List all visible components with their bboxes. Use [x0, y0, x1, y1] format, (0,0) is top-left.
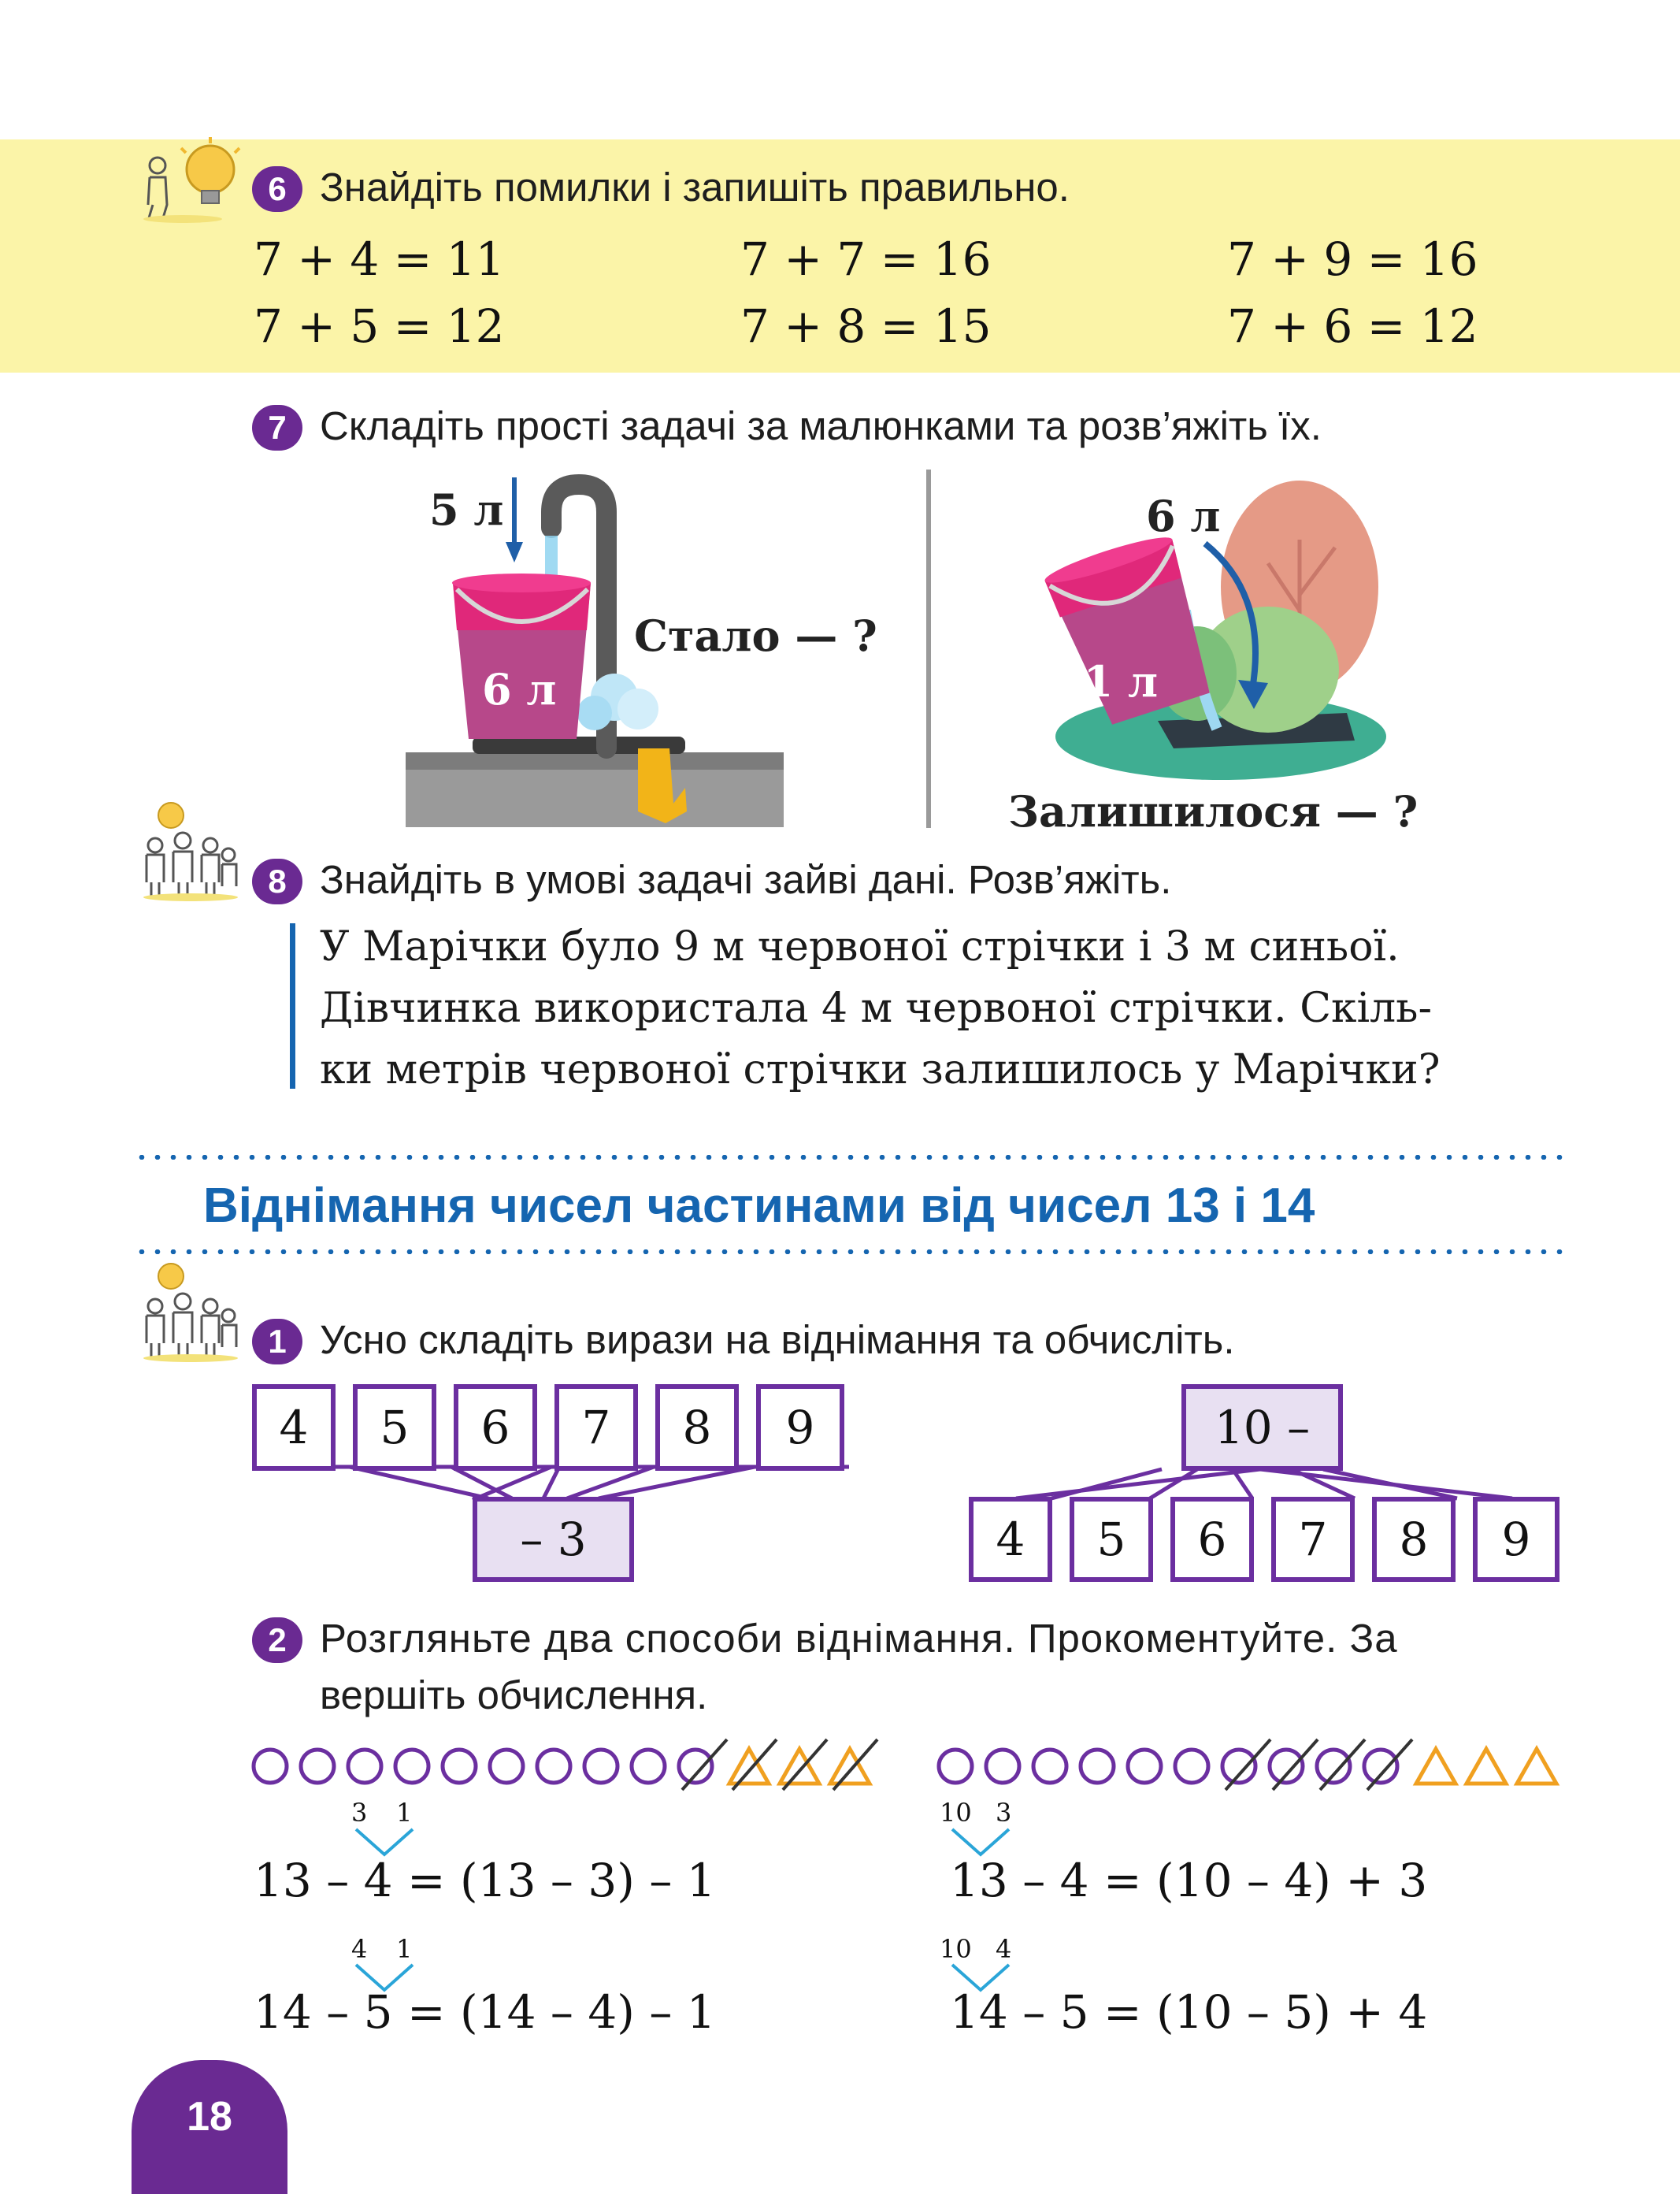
- number-box: 7: [1271, 1497, 1355, 1582]
- number-box: 8: [655, 1384, 739, 1471]
- equation: 13 – 4 = (13 – 3) – 1: [254, 1854, 716, 1907]
- task-8-number: 8: [252, 859, 302, 904]
- equation: 14 – 5 = (10 – 5) + 4: [950, 1985, 1428, 2039]
- split-check-icon: [951, 1828, 1011, 1857]
- group-thinking-icon: [143, 802, 238, 901]
- dotted-separator: [134, 1155, 1567, 1160]
- number-box: 9: [1473, 1497, 1559, 1582]
- task-7-instruction: Складіть прості задачі за малюнками та р…: [320, 403, 1322, 448]
- equation: 14 – 5 = (14 – 4) – 1: [254, 1985, 716, 2039]
- split-part: 10: [940, 1798, 972, 1828]
- split-check-icon: [951, 1963, 1011, 1992]
- number-box: 9: [756, 1384, 844, 1471]
- equation: 7 + 9 = 16: [1227, 232, 1478, 286]
- divider: [926, 470, 931, 828]
- task-6-instruction: Знайдіть помилки і запишіть правильно.: [320, 165, 1070, 210]
- bucket-amount-label: 11 л: [1054, 656, 1159, 707]
- operator-box: 10 –: [1181, 1384, 1343, 1471]
- operator-box: – 3: [473, 1497, 634, 1582]
- problem-line: Дівчинка використала 4 м червоної стрічк…: [320, 985, 1433, 1032]
- problem-line: ки метрів червоної стрічки залишилось у …: [320, 1046, 1441, 1093]
- arrow-down-icon: [506, 477, 523, 562]
- task-1-instruction: Усно складіть вирази на віднімання та об…: [320, 1317, 1235, 1362]
- number-box: 7: [554, 1384, 638, 1471]
- equation: 7 + 4 = 11: [254, 232, 505, 286]
- task-8-instruction: Знайдіть в умові задачі зайві дані. Розв…: [320, 857, 1172, 902]
- number-box: 6: [1170, 1497, 1254, 1582]
- bucket-under-tap-illustration: [406, 473, 784, 827]
- number-box: 5: [1070, 1497, 1153, 1582]
- split-part: 1: [396, 1798, 413, 1828]
- equation: 7 + 7 = 16: [740, 232, 992, 286]
- watering-bushes-illustration: [1044, 481, 1386, 780]
- task-2-instruction-continued: вершіть обчислення.: [320, 1672, 708, 1717]
- problem-line: У Марічки було 9 м червоної стрічки і 3 …: [320, 923, 1400, 971]
- bucket-amount-label: 6 л: [482, 664, 557, 715]
- equation: 7 + 8 = 15: [740, 299, 992, 353]
- task-2-number: 2: [252, 1617, 302, 1663]
- split-check-icon: [354, 1963, 414, 1992]
- circles-triangles-left: [251, 1738, 879, 1791]
- problem-margin-bar: [290, 923, 295, 1089]
- split-part: 1: [396, 1934, 413, 1964]
- poured-amount-label: 6 л: [1146, 491, 1221, 541]
- task-7-number: 7: [252, 405, 302, 451]
- equation: 7 + 6 = 12: [1227, 299, 1478, 353]
- question-label: Залишилося — ?: [1008, 786, 1419, 837]
- circles-triangles-right: [936, 1738, 1560, 1791]
- equation: 13 – 4 = (10 – 4) + 3: [950, 1854, 1428, 1907]
- task-6-number: 6: [252, 166, 302, 212]
- number-box: 8: [1372, 1497, 1456, 1582]
- lightbulb-idea-icon: [143, 137, 241, 223]
- split-part: 3: [996, 1798, 1012, 1828]
- question-label: Стало — ?: [634, 611, 877, 661]
- equation: 7 + 5 = 12: [254, 299, 505, 353]
- group-thinking-icon: [143, 1263, 238, 1362]
- dotted-separator: [134, 1249, 1567, 1254]
- number-box: 5: [353, 1384, 436, 1471]
- added-amount-label: 5 л: [429, 484, 504, 535]
- task-1-number: 1: [252, 1319, 302, 1364]
- split-part: 10: [940, 1934, 972, 1964]
- split-part: 4: [351, 1934, 368, 1964]
- number-box: 4: [252, 1384, 336, 1471]
- number-box: 6: [454, 1384, 537, 1471]
- page-number: 18: [132, 2060, 287, 2194]
- task-2-instruction: Розгляньте два способи віднімання. Проко…: [320, 1616, 1398, 1661]
- split-check-icon: [354, 1828, 414, 1857]
- number-box: 4: [969, 1497, 1052, 1582]
- section-title: Віднімання чисел частинами від чисел 13 …: [203, 1179, 1315, 1233]
- split-part: 4: [996, 1934, 1012, 1964]
- split-part: 3: [351, 1798, 368, 1828]
